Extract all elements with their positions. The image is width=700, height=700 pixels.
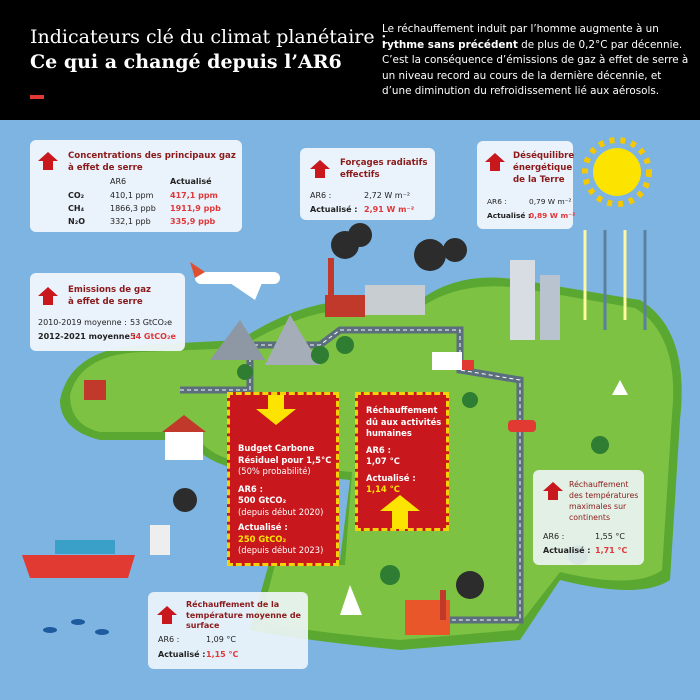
forcing-card: Forçages radiatifs effectifs AR6 : 2,72 … bbox=[300, 148, 435, 220]
card-title: Forçages radiatifs effectifs bbox=[340, 158, 428, 180]
card-title: Emissions de gaz à effet de serre bbox=[68, 285, 152, 307]
value: 1,14 °C bbox=[366, 484, 400, 494]
up-arrow-icon bbox=[38, 152, 58, 170]
box-title: Budget Carbone Résiduel pour 1,5°C bbox=[238, 443, 332, 465]
car-icon bbox=[508, 420, 536, 432]
value: 2,91 W m⁻² bbox=[364, 205, 415, 214]
up-arrow-icon bbox=[38, 287, 58, 305]
value: 1,07 °C bbox=[366, 456, 400, 466]
ship-icon bbox=[22, 488, 197, 578]
value: 500 GtCO₂ bbox=[238, 495, 287, 505]
note: (depuis début 2020) bbox=[238, 506, 324, 517]
value: 53 GtCO₂e bbox=[130, 318, 173, 327]
down-arrow-icon bbox=[268, 395, 284, 409]
label: Actualisé : bbox=[310, 205, 358, 214]
radiation-arrows bbox=[583, 230, 647, 330]
label: Actualisé : bbox=[366, 472, 416, 483]
card-title: Réchauffement des températures maximales… bbox=[569, 480, 639, 522]
value: 1,15 °C bbox=[206, 650, 239, 659]
sailboat-icon bbox=[340, 585, 362, 615]
label: AR6 : bbox=[238, 483, 264, 494]
value: 0,79 W m⁻² bbox=[529, 197, 572, 206]
sailboat-icon bbox=[612, 380, 628, 395]
surface-temp-card: Réchauffement de la température moyenne … bbox=[148, 592, 308, 669]
mountain bbox=[265, 315, 320, 365]
up-arrow-icon bbox=[543, 482, 563, 500]
accent-bar bbox=[30, 95, 44, 99]
label: AR6 : bbox=[543, 532, 565, 541]
column-header: AR6 bbox=[110, 177, 127, 186]
label: Actualisé : bbox=[158, 650, 206, 659]
imbalance-card: Déséquilibre énergétique de la Terre AR6… bbox=[477, 141, 576, 229]
fish-icon bbox=[43, 619, 109, 635]
value: 0,89 W m⁻² bbox=[529, 211, 576, 220]
label: AR6 : bbox=[366, 444, 392, 455]
label: Actualisé : bbox=[487, 211, 531, 220]
value: 250 GtCO₂ bbox=[238, 533, 287, 544]
column-header: Actualisé bbox=[170, 177, 212, 186]
note: (depuis début 2023) bbox=[238, 545, 324, 555]
value: 54 GtCO₂e bbox=[130, 332, 176, 341]
truck-icon bbox=[432, 352, 474, 370]
value: 1,09 °C bbox=[206, 635, 236, 644]
up-arrow-icon bbox=[310, 160, 330, 178]
land-max-temp-card: Réchauffement des températures maximales… bbox=[533, 470, 644, 565]
card-title: Réchauffement de la température moyenne … bbox=[186, 600, 301, 630]
concentrations-card: Concentrations des principaux gaz à effe… bbox=[30, 140, 242, 232]
value: 1,55 °C bbox=[595, 532, 625, 541]
label: AR6 : bbox=[158, 635, 180, 644]
label: Actualisé : bbox=[238, 522, 288, 532]
emissions-card: Emissions de gaz à effet de serre 2010-2… bbox=[30, 273, 185, 351]
intro-text: Le réchauffement induit par l’homme augm… bbox=[382, 23, 689, 97]
label: Actualisé : bbox=[543, 546, 591, 555]
value: 2,72 W m⁻² bbox=[364, 191, 411, 200]
up-arrow-icon bbox=[380, 495, 420, 511]
label: 2010-2019 moyenne : bbox=[38, 318, 127, 327]
airplane-icon bbox=[190, 262, 280, 300]
up-arrow-icon bbox=[485, 153, 505, 171]
human-warming-box: Réchauffement dû aux activités humaines … bbox=[355, 392, 449, 531]
label: AR6 : bbox=[310, 191, 332, 200]
card-title: Concentrations des principaux gaz à effe… bbox=[68, 151, 236, 173]
factory bbox=[325, 223, 484, 635]
probability: (50% probabilité) bbox=[238, 466, 311, 476]
label: AR6 : bbox=[487, 197, 507, 206]
card-title: Déséquilibre énergétique de la Terre bbox=[513, 151, 575, 185]
city bbox=[510, 260, 560, 340]
header: Indicateurs clé du climat planétaire : C… bbox=[0, 0, 700, 120]
carbon-budget-box: Budget Carbone Résiduel pour 1,5°C (50% … bbox=[227, 392, 339, 566]
value: 1,71 °C bbox=[595, 546, 628, 555]
down-arrow-icon-head bbox=[256, 409, 296, 425]
label: 2012-2021 moyenne : bbox=[38, 332, 136, 341]
farm bbox=[84, 380, 206, 460]
mountain bbox=[210, 320, 265, 360]
up-arrow-icon bbox=[157, 606, 177, 624]
sun-icon bbox=[582, 137, 652, 207]
box-title: Réchauffement dû aux activités humaines bbox=[366, 405, 442, 438]
title-line-2: Ce qui a changé depuis l’AR6 bbox=[30, 51, 342, 73]
title-line-1: Indicateurs clé du climat planétaire : bbox=[30, 26, 388, 48]
